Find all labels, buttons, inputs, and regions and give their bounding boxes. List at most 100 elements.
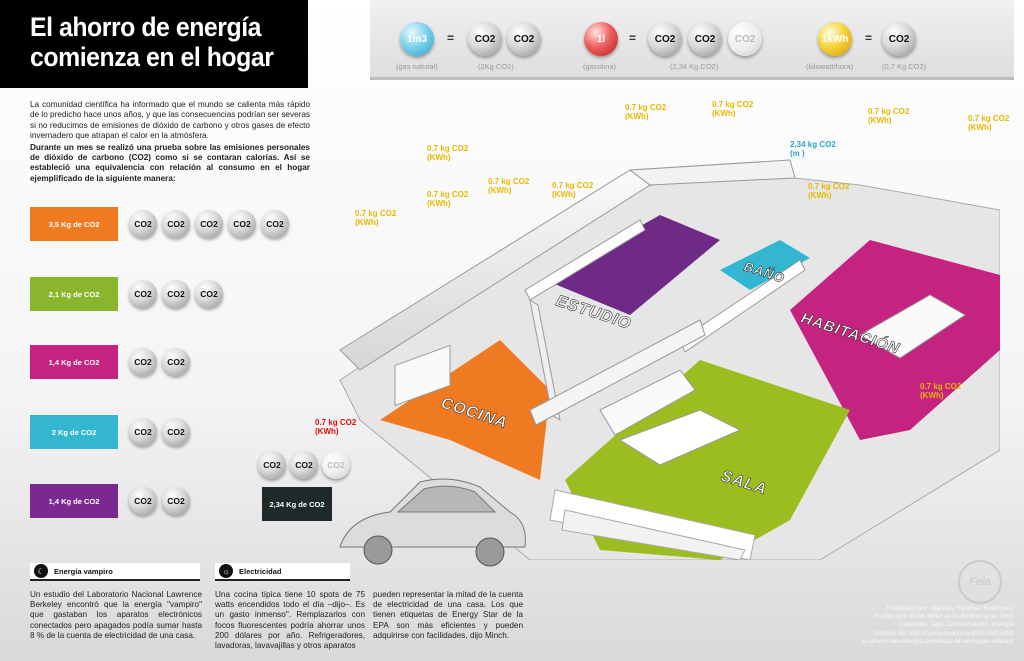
co2-bubble: CO2 xyxy=(648,22,682,56)
equals-sign: = xyxy=(865,31,873,45)
note-value: 0.7 kg CO2 xyxy=(712,100,754,109)
title-block: El ahorro de energía comienza en el hoga… xyxy=(0,0,308,88)
car-co2-label: 2,34 Kg de CO2 xyxy=(262,487,332,521)
note-unit: (KWh) xyxy=(427,153,451,162)
co2-bubble: CO2 xyxy=(162,348,190,376)
co2-bubble: CO2 xyxy=(228,210,256,238)
legend-box: 2 Kg de CO2 xyxy=(30,415,118,449)
co2-bubble: CO2 xyxy=(129,418,157,446)
note-unit: (KWh) xyxy=(552,190,576,199)
kwh-co2-note: 0.7 kg CO2(KWh) xyxy=(808,182,849,200)
note-value: 0.7 kg CO2 xyxy=(968,114,1010,123)
credits: Realizado por: Marcela Sánchez Rodríguez… xyxy=(714,605,1014,646)
credit-line: Tomado de: http://ngenespanol.com/2009/0… xyxy=(872,629,1014,637)
co2-bubble: CO2 xyxy=(507,22,541,56)
legend-box: 1,4 Kg de CO2 xyxy=(30,484,118,518)
kitchen-floor xyxy=(380,340,550,480)
co2-bubble: CO2 xyxy=(129,348,157,376)
fuel-co2-caption: (2,34 Kg CO2) xyxy=(670,62,719,71)
note-unit: (KWh) xyxy=(315,427,339,436)
kwh-co2-note: 0.7 kg CO2(KWh) xyxy=(920,382,961,400)
stove-shape xyxy=(394,344,451,407)
stairs xyxy=(561,509,746,560)
bath-floor xyxy=(720,240,810,290)
equals-sign: = xyxy=(447,31,455,45)
co2-bubble: CO2 xyxy=(162,487,190,515)
title-line-1: El ahorro de energía xyxy=(30,12,261,42)
intro-paragraph-1: La comunidad científica ha informado que… xyxy=(30,100,310,141)
co2-bubble: CO2 xyxy=(195,280,223,308)
power-co2-caption: (0,7 Kg CO2) xyxy=(882,62,927,71)
kwh-co2-note: 0.7 kg CO2(KWh) xyxy=(625,103,666,121)
gas-caption: (gas natutal) xyxy=(396,62,438,71)
co2-bubble: CO2 xyxy=(162,418,190,446)
gas-co2-caption: (2Kg CO2) xyxy=(478,62,514,71)
wall xyxy=(529,298,561,422)
note-value: 2,34 kg CO2 xyxy=(790,140,836,149)
vampire-text: Un estudio del Laboratorio Nacional Lawr… xyxy=(30,590,202,640)
note-unit: (KWh) xyxy=(968,123,992,132)
note-value: 0.7 kg CO2 xyxy=(427,144,469,153)
co2-bubble: CO2 xyxy=(162,280,190,308)
note-value: 0.7 kg CO2 xyxy=(488,177,530,186)
note-unit: (KWh) xyxy=(488,186,512,195)
kwh-co2-note: 0.7 kg CO2(KWh) xyxy=(427,144,468,162)
vampire-heading: Energía vampiro xyxy=(54,566,113,576)
moon-icon: ☾ xyxy=(34,564,48,578)
author-seal: Fela xyxy=(958,560,1002,604)
credit-line: el-ahorro-de-energia-comienza-en-el-hoga… xyxy=(862,637,1014,645)
gas-co2-note: 2,34 kg CO2(m ) xyxy=(790,140,836,158)
kwh-co2-note: 0.7 kg CO2(KWh) xyxy=(868,107,909,125)
title-line-2: comienza en el hogar xyxy=(30,42,274,72)
electricity-heading: Electricidad xyxy=(239,566,282,576)
note-unit: (KWh) xyxy=(868,116,892,125)
power-unit-bubble: 1kWh xyxy=(818,22,852,56)
coffee-table-shape xyxy=(618,409,742,466)
co2-bubble: CO2 xyxy=(688,22,722,56)
note-value: 0.7 kg CO2 xyxy=(552,181,594,190)
note-value: 0.7 kg CO2 xyxy=(315,418,357,427)
electricity-text-col1: Una cocina típica tiene 10 spots de 75 w… xyxy=(215,590,365,651)
bed-shape xyxy=(858,294,966,359)
equals-sign: = xyxy=(629,31,637,45)
equivalence-bar: 1m3 = CO2 CO2 (gas natutal) (2Kg CO2) 1l… xyxy=(370,0,1014,80)
kwh-co2-note: 0.7 kg CO2(KWh) xyxy=(427,190,468,208)
credit-line: Etiquetas: Tags: Conservación, energía xyxy=(899,621,1014,629)
note-unit: (KWh) xyxy=(808,191,832,200)
legend-box: 1,4 Kg de CO2 xyxy=(30,345,118,379)
house-floor-plan: ESTUDIO BAÑO HABITACIÓN COCINA SALA xyxy=(339,159,1000,560)
seal-text: Fela xyxy=(969,576,991,588)
co2-bubble-partial: CO2 xyxy=(728,22,762,56)
wall xyxy=(679,259,806,353)
kwh-co2-note: 0.7 kg CO2(KWh) xyxy=(355,209,396,227)
electricity-text-col2: pueden representar la mitad de la cuenta… xyxy=(373,590,523,640)
note-unit: (KWh) xyxy=(920,391,944,400)
wall xyxy=(529,319,706,426)
credit-line: Escrito por: Peter Miller el 01 de Marzo… xyxy=(874,613,1014,621)
car-illustration xyxy=(339,478,526,567)
gas-unit-bubble: 1m3 xyxy=(400,22,434,56)
co2-bubble: CO2 xyxy=(162,210,190,238)
legend-box: 2,1 Kg de CO2 xyxy=(30,277,118,311)
co2-bubble: CO2 xyxy=(129,210,157,238)
note-value: 0.7 kg CO2 xyxy=(625,103,667,112)
co2-bubble: CO2 xyxy=(290,451,318,479)
co2-bubble: CO2 xyxy=(129,280,157,308)
kwh-co2-note: 0.7 kg CO2(KWh) xyxy=(552,181,593,199)
electricity-header: ☼ Electricidad xyxy=(215,563,350,581)
credit-line: Realizado por: Marcela Sánchez Rodríguez xyxy=(886,605,1014,612)
note-value: 0.7 kg CO2 xyxy=(808,182,850,191)
co2-bubble-partial: CO2 xyxy=(322,451,350,479)
co2-bubble: CO2 xyxy=(261,210,289,238)
legend-box: 3,5 Kg de CO2 xyxy=(30,207,118,241)
car-co2-note: 0.7 kg CO2(KWh) xyxy=(315,418,356,436)
fuel-unit-bubble: 1l xyxy=(584,22,618,56)
studio-floor xyxy=(545,215,720,315)
note-unit: (KWh) xyxy=(427,199,451,208)
kwh-co2-note: 0.7 kg CO2(KWh) xyxy=(968,114,1009,132)
wall xyxy=(524,219,646,301)
co2-bubble: CO2 xyxy=(195,210,223,238)
note-value: 0.7 kg CO2 xyxy=(355,209,397,218)
kwh-co2-note: 0.7 kg CO2(KWh) xyxy=(488,177,529,195)
co2-bubble: CO2 xyxy=(882,22,916,56)
